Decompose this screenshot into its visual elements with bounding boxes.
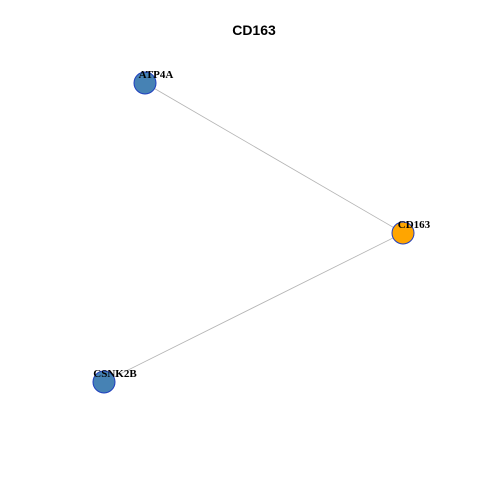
edge-atp4a-cd163: [144, 82, 404, 234]
edge-csnk2b-cd163: [103, 232, 404, 383]
node-label-atp4a: ATP4A: [139, 69, 174, 81]
node-label-cd163: CD163: [398, 219, 431, 231]
node-cd163: [391, 221, 415, 245]
node-csnk2b: [92, 370, 116, 394]
node-label-csnk2b: CSNK2B: [93, 368, 137, 380]
node-atp4a: [133, 71, 157, 95]
edges-layer: [103, 82, 404, 383]
nodes-layer: [92, 71, 415, 394]
diagram-title: CD163: [232, 22, 276, 38]
